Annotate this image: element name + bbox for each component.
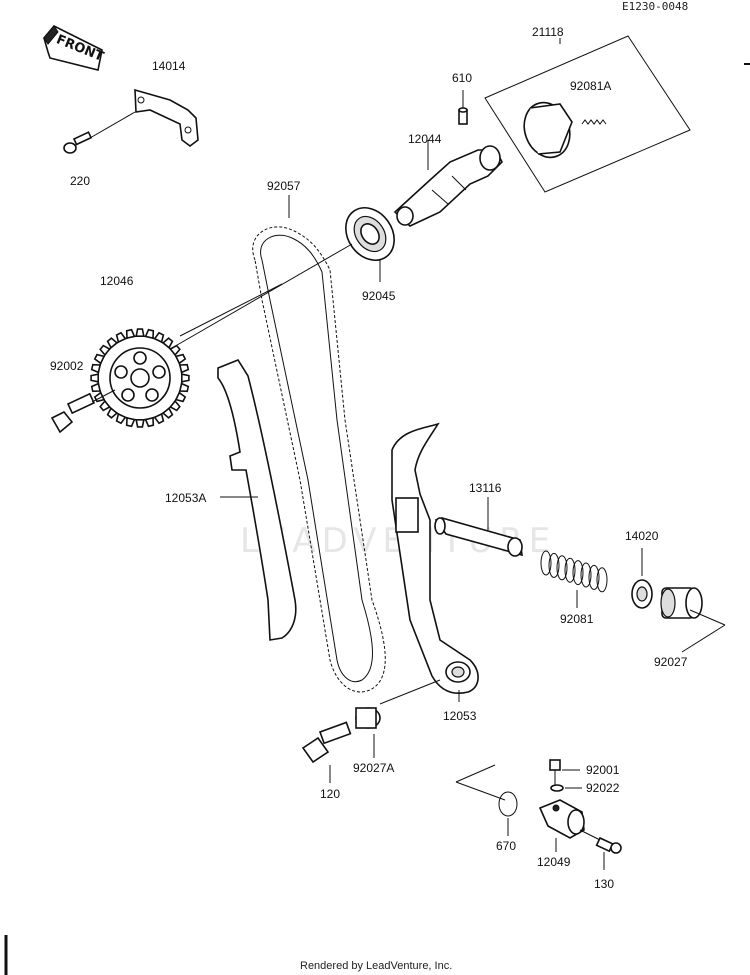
label-12044: 12044: [408, 132, 442, 146]
label-12053: 12053: [443, 709, 477, 723]
part-14020-nut[interactable]: [631, 548, 653, 609]
label-92057: 92057: [267, 179, 301, 193]
part-92027-collar[interactable]: [660, 587, 726, 653]
part-670-oring[interactable]: [498, 791, 518, 836]
label-92022: 92022: [586, 781, 620, 795]
label-13116: 13116: [469, 481, 502, 495]
label-14020: 14020: [625, 529, 659, 543]
label-92027: 92027: [654, 655, 688, 669]
part-14014-bracket[interactable]: [134, 88, 199, 147]
label-220: 220: [70, 174, 90, 188]
label-92001: 92001: [586, 763, 620, 777]
label-92081A: 92081A: [570, 79, 611, 93]
part-12049-tensioner-body[interactable]: [455, 764, 585, 852]
label-92002: 92002: [50, 359, 84, 373]
part-92045-bearing[interactable]: [336, 198, 404, 282]
label-14014: 14014: [152, 59, 186, 73]
label-12049: 12049: [537, 855, 571, 869]
label-12053A: 12053A: [165, 491, 206, 505]
drawing-code: E1230-0048: [622, 0, 688, 13]
part-220-bolt[interactable]: [63, 111, 136, 154]
label-120: 120: [320, 787, 340, 801]
part-21118-box[interactable]: [484, 35, 691, 193]
part-92027A-collar[interactable]: [355, 707, 381, 758]
label-610: 610: [452, 71, 472, 85]
label-92081: 92081: [560, 612, 594, 626]
label-92027A: 92027A: [353, 761, 394, 775]
footer-credit: Rendered by LeadVenture, Inc.: [300, 960, 452, 972]
label-130: 130: [594, 877, 614, 891]
part-92081-spring[interactable]: [540, 550, 608, 593]
label-670: 670: [496, 839, 516, 853]
part-12053-tensioner[interactable]: [391, 422, 479, 702]
part-12053A-guide[interactable]: [217, 359, 297, 641]
part-92057-chain[interactable]: [179, 195, 386, 693]
part-12046-sprocket[interactable]: [90, 328, 190, 428]
part-12044-camshaft[interactable]: [393, 140, 503, 227]
part-120-bolt[interactable]: [301, 679, 441, 783]
part-92022-washer[interactable]: [550, 784, 582, 792]
label-21118: 21118: [532, 25, 564, 39]
part-610-pin[interactable]: [458, 90, 468, 125]
label-12046: 12046: [100, 274, 134, 288]
part-130-bolt[interactable]: [579, 829, 622, 870]
part-92002-bolt[interactable]: [50, 389, 116, 434]
front-arrow-icon: FRONT: [43, 25, 106, 71]
label-92045: 92045: [362, 289, 396, 303]
part-13116-rod[interactable]: [434, 497, 523, 557]
